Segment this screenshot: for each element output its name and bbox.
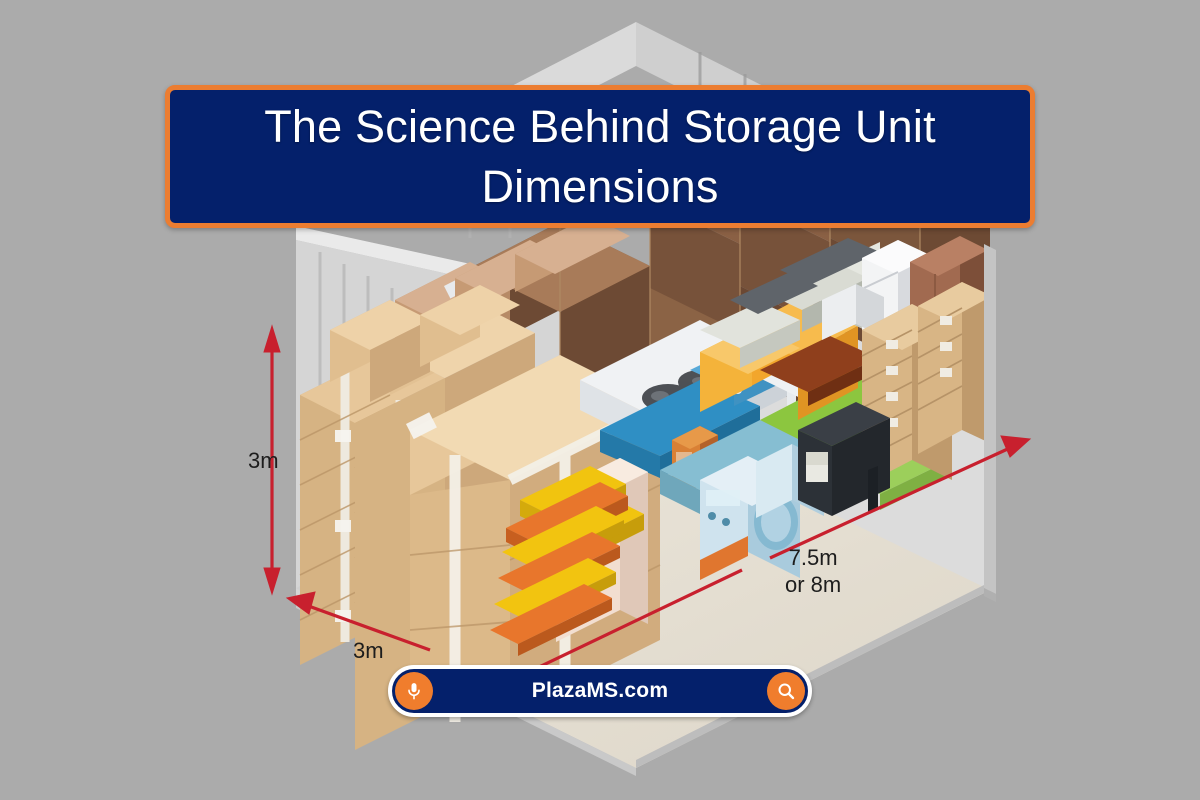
brand-label: PlazaMS.com [531,679,669,702]
microphone-icon [408,683,420,700]
search-button[interactable] [767,672,805,710]
dimension-label-height: 3m [248,448,279,473]
yellow-cushion-stack [490,466,644,656]
depth-arrow [285,591,431,652]
furniture-group [490,236,992,656]
title-banner: The Science Behind Storage Unit Dimensio… [165,85,1035,228]
height-arrow [263,324,281,596]
dimension-label-length: 7.5m or 8m [785,545,842,597]
page-title: The Science Behind Storage Unit Dimensio… [264,100,936,212]
dimension-label-depth: 3m [353,638,384,663]
microphone-button[interactable] [395,672,433,710]
search-bar[interactable]: PlazaMS.com [388,665,812,717]
search-icon [778,683,795,700]
front-wall-edge [984,244,996,602]
